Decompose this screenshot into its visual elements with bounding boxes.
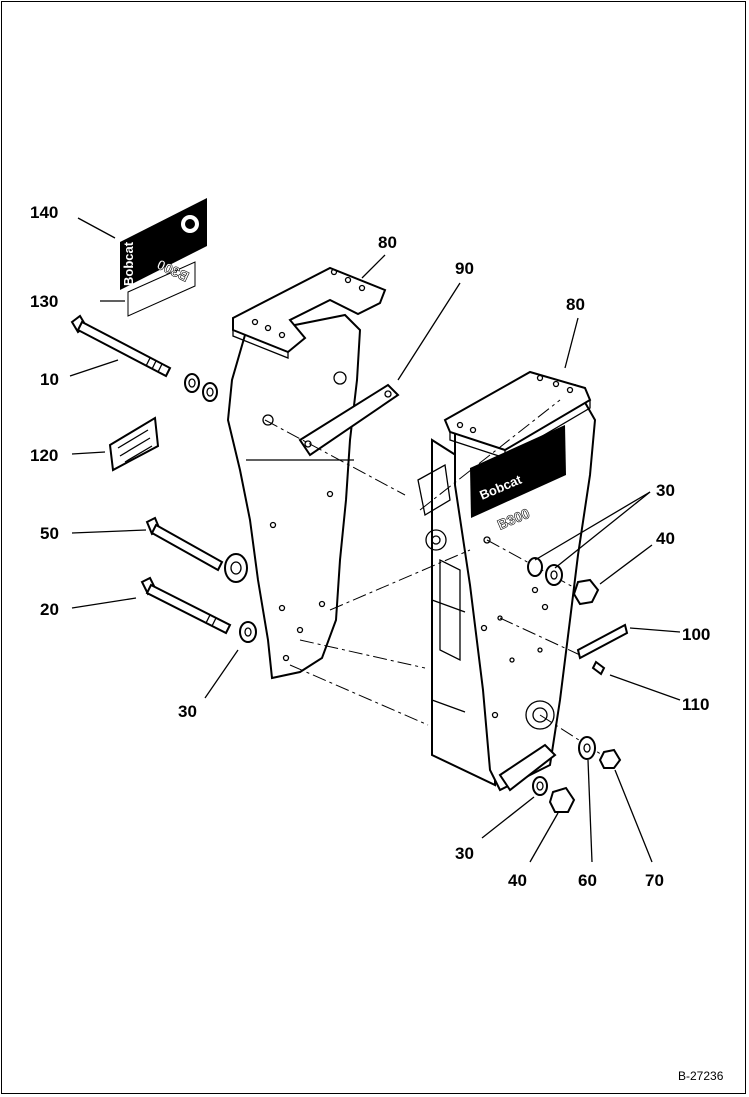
decal-130: B300 bbox=[127, 256, 196, 317]
decal-140: Bobcat bbox=[120, 198, 207, 290]
right-hardware bbox=[527, 557, 629, 813]
callout-110: 110 bbox=[682, 695, 709, 714]
callout-30-upper: 30 bbox=[656, 481, 675, 500]
callout-30-lower: 30 bbox=[455, 844, 474, 863]
callout-20: 20 bbox=[40, 600, 59, 619]
left-mounting-plate bbox=[226, 313, 362, 680]
bolt-20 bbox=[140, 576, 257, 643]
bolt-10 bbox=[70, 314, 218, 402]
callout-80-right: 80 bbox=[566, 295, 585, 314]
callout-60: 60 bbox=[578, 871, 597, 890]
callout-30-left: 30 bbox=[178, 702, 197, 721]
decal-140-brand: Bobcat bbox=[121, 241, 136, 286]
callout-40-lower: 40 bbox=[508, 871, 527, 890]
callout-80-left: 80 bbox=[378, 233, 397, 252]
callout-70: 70 bbox=[645, 871, 664, 890]
bolt-50 bbox=[145, 516, 248, 583]
callout-130: 130 bbox=[30, 292, 58, 311]
callout-50: 50 bbox=[40, 524, 59, 543]
callout-40-upper: 40 bbox=[656, 529, 675, 548]
callout-140: 140 bbox=[30, 203, 58, 222]
callout-100: 100 bbox=[682, 625, 710, 644]
link-bar bbox=[298, 383, 400, 457]
callout-120: 120 bbox=[30, 446, 58, 465]
callouts: 140 130 10 120 50 20 30 80 90 80 30 40 1… bbox=[30, 203, 710, 890]
alignment-lines bbox=[264, 399, 611, 761]
breaker-body bbox=[417, 370, 597, 792]
leader-lines bbox=[69, 217, 681, 863]
reference-number: B-27236 bbox=[678, 1069, 724, 1083]
top-bracket-left bbox=[232, 266, 387, 359]
callout-10: 10 bbox=[40, 370, 59, 389]
callout-90: 90 bbox=[455, 259, 474, 278]
decal-120 bbox=[108, 416, 160, 472]
